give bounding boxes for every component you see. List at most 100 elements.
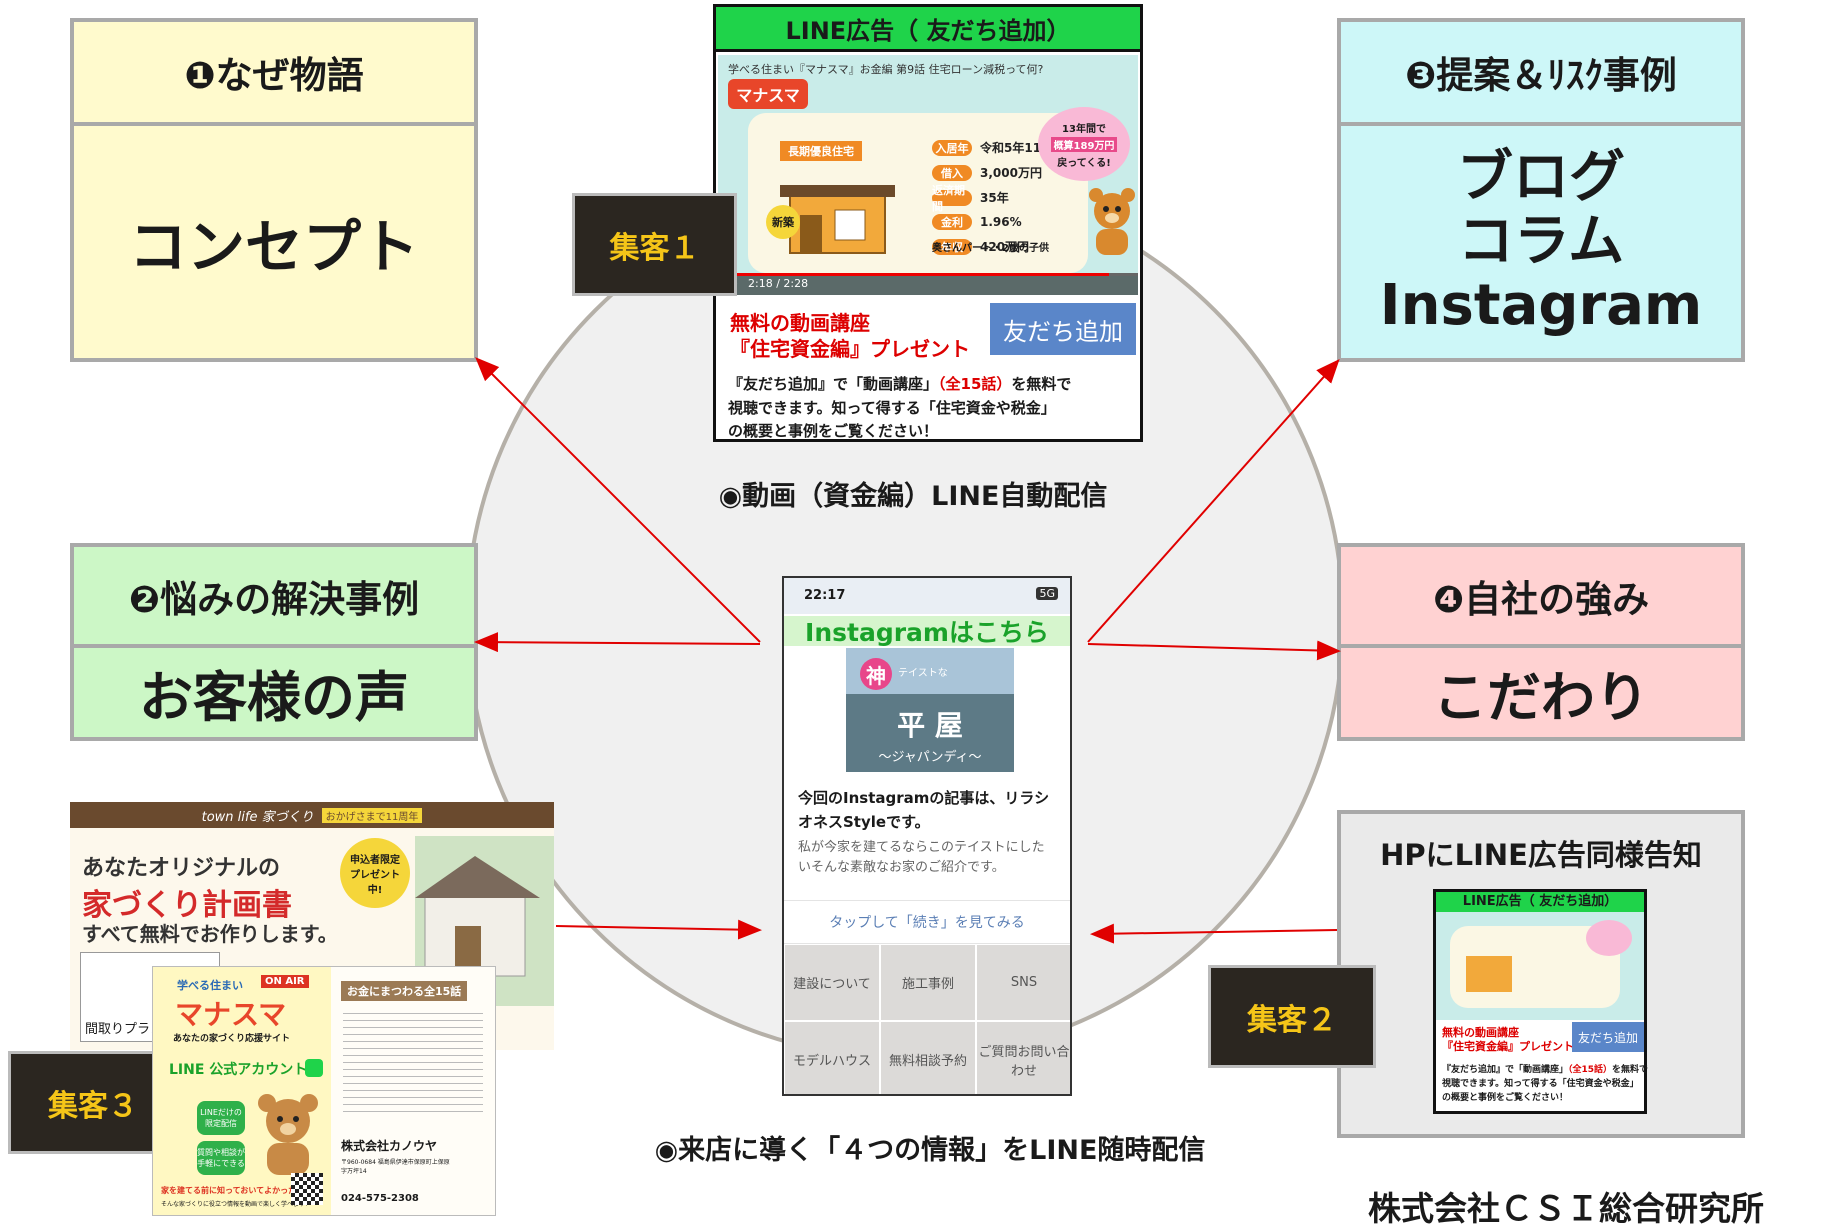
card-blog: ❸提案＆ﾘｽｸ事例 ブログ コラム Instagram [1337,18,1745,362]
qr-icon [291,1173,323,1205]
house-label: 長期優良住宅 [780,141,862,161]
company-address: 〒960-0684 福島県伊達市保原町上保原字万坪14 [341,1159,450,1175]
mini-desc-1: 『友だち追加』で「動画講座」（全15話）を無料で [1442,1065,1649,1075]
image-title: 平 屋 [897,709,963,742]
bubble-1: LINEだけの限定配信 [197,1101,245,1135]
mini-line-ad-title: LINE広告（ 友だち追加） [1436,892,1644,912]
episode-list [343,1007,483,1117]
card-hp: HPにLINE広告同様告知 LINE広告（ 友だち追加） 無料の動画講座 『住宅… [1337,810,1745,1138]
mini-promo-1: 無料の動画講座 [1442,1026,1519,1039]
arrow-from-hp [1090,923,1338,944]
brochure-line-1: あなたオリジナルの [82,856,281,881]
phone-tap-link[interactable]: タップして「続き」を見てみる [784,900,1070,944]
card-concept-head: ❶なぜ物語 [74,22,474,126]
card-blog-body: ブログ コラム Instagram [1341,126,1741,358]
phone-text-1: 今回のInstagramの記事は、リラシオネスStyleです。 [798,789,1050,831]
manasuma-logo: マナスマ [728,79,808,109]
family-note: 奥さんパート・2歳の子供 [932,243,1049,254]
menu-sns[interactable]: SNS [976,944,1070,1021]
brochure-header: town life 家づくり おかげさまで11周年 [70,802,554,828]
image-subtitle: ～ジャパンディ～ [878,750,982,765]
phone-menu-grid: 建設について 施工事例 SNS モデルハウス 無料相談予約 ご質問お問い合わせ [784,944,1070,1094]
company-phone: 024-575-2308 [341,1193,419,1204]
label-shukyaku-3: 集客３ [8,1051,178,1154]
mini-desc-2: 視聴できます。知って得する「住宅資金や税金」 [1442,1079,1639,1089]
mini-line-ad: LINE広告（ 友だち追加） 無料の動画講座 『住宅資金編』プレゼント 友だち追… [1433,889,1649,1114]
menu-construction[interactable]: 建設について [784,944,880,1021]
card-strength: ❹自社の強み こだわり [1337,543,1745,741]
card-sub: あなたの家づくり応援サイト [173,1034,291,1044]
card-strength-body: こだわり [1433,666,1649,729]
bubble-2: 質問や相談が手軽にできる [197,1141,245,1175]
company-kanouya: 株式会社カノウヤ [341,1139,438,1153]
friend-add-button[interactable]: 友だち追加 [990,303,1136,355]
card-hp-head: HPにLINE広告同様告知 [1380,838,1702,872]
menu-contact[interactable]: ご質問お問い合わせ [976,1021,1070,1094]
image-taste: テイストな [898,668,948,679]
card-customer-voice-body: お客様の声 [139,666,409,729]
menu-model-house[interactable]: モデルハウス [784,1021,880,1094]
instagram-banner[interactable]: Instagramはこちら [784,616,1070,647]
phone-status-bar: 22:17 5G [784,578,1070,614]
mini-line-ad-video [1436,912,1644,1020]
video-title: 学べる住まい『マナスマ』お金編 第9話 住宅ローン減税って何? [728,63,1044,76]
promo-line-2: 『住宅資金編』プレゼント [730,337,970,361]
card-onair: ON AIR [261,975,309,988]
manasuma-card: 学べる住まい ON AIR マナスマ あなたの家づくり応援サイト LINE 公式… [152,966,496,1216]
phone-signal: 5G [1036,587,1058,600]
arrow-to-customer-voice [474,632,761,653]
card-concept-body: コンセプト [128,213,419,281]
line-ad-title: LINE広告（ 友だち追加） [716,7,1140,52]
phone-text-2: 私が今家を建てるならこのテイストにしたいそんな素敵なお家のご紹介です。 [798,840,1045,875]
brochure-badge: 申込者限定プレゼント中! [340,838,410,908]
card-footer-note: そんな家づくりに役立つ情報を動画で楽しく学べます！ [161,1201,312,1208]
progress-bar[interactable] [718,273,1138,276]
brochure-line-3: すべて無料でお作りします。 [82,922,338,946]
line-account-label: LINE 公式アカウント [169,1062,308,1078]
bear-character-icon [1086,187,1138,257]
brochure-line-2: 家づくり計画書 [82,888,292,923]
mini-friend-button[interactable]: 友だち追加 [1572,1022,1644,1052]
image-kami: 神 [860,658,892,690]
caption-four-info: ◉来店に導く「４つの情報」をLINE随時配信 [654,1135,1206,1166]
card-strength-head: ❹自社の強み [1341,547,1741,648]
phone-screen: 22:17 5G Instagramはこちら 神 テイストな 平 屋 ～ジャパン… [782,576,1072,1096]
card-customer-voice-head: ❷悩みの解決事例 [74,547,474,648]
line-icon [305,1059,323,1077]
card-blog-line-column: コラム [1457,209,1625,274]
card-logo: マナスマ [175,998,287,1031]
mini-burst [1586,920,1632,956]
promo-line-1: 無料の動画講座 [730,311,870,335]
line-ad-video[interactable]: 学べる住まい『マナスマ』お金編 第9話 住宅ローン減税って何? マナスマ 長期優… [718,55,1138,295]
desc-line-1: 『友だち追加』で「動画講座」（全15話）を無料で [728,375,1072,393]
burst-badge: 13年間で 概算189万円 戻ってくる! [1038,107,1130,181]
desc-line-3: の概要と事例をご覧ください！ [728,422,939,440]
list-title: お金にまつわる全15話 [341,981,468,1001]
line-ad: LINE広告（ 友だち追加） 学べる住まい『マナスマ』お金編 第9話 住宅ローン… [713,4,1143,442]
card-right: お金にまつわる全15話 株式会社カノウヤ 〒960-0684 福島県伊達市保原町… [291,967,495,1215]
card-customer-voice: ❷悩みの解決事例 お客様の声 [70,543,478,741]
label-shukyaku-2: 集客２ [1208,965,1376,1068]
mini-promo-2: 『住宅資金編』プレゼント [1442,1040,1574,1053]
menu-free-consult[interactable]: 無料相談予約 [880,1021,976,1094]
arrow-to-blog [1087,359,1340,643]
info-row: 入居年令和5年11月 [932,139,1062,156]
arrow-to-concept [475,357,761,643]
card-blog-line-instagram: Instagram [1379,273,1703,338]
phone-time: 22:17 [804,588,846,603]
caption-video: ◉動画（資金編）LINE自動配信 [718,481,1108,512]
card-blog-line-blog: ブログ [1457,145,1625,210]
menu-case-studies[interactable]: 施工事例 [880,944,976,1021]
label-shukyaku-1: 集客１ [572,193,737,296]
badge-new: 新築 [766,205,800,239]
card-blog-head: ❸提案＆ﾘｽｸ事例 [1341,22,1741,126]
card-concept: ❶なぜ物語 コンセプト [70,18,478,362]
mini-desc-3: の概要と事例をご覧ください！ [1442,1093,1569,1103]
arrow-from-brochure [555,919,762,940]
card-footer-text: 家を建てる前に知っておいてよかった！ [161,1186,305,1195]
instagram-image[interactable]: 神 テイストな 平 屋 ～ジャパンディ～ [846,648,1014,772]
bear-icon [253,1091,323,1177]
